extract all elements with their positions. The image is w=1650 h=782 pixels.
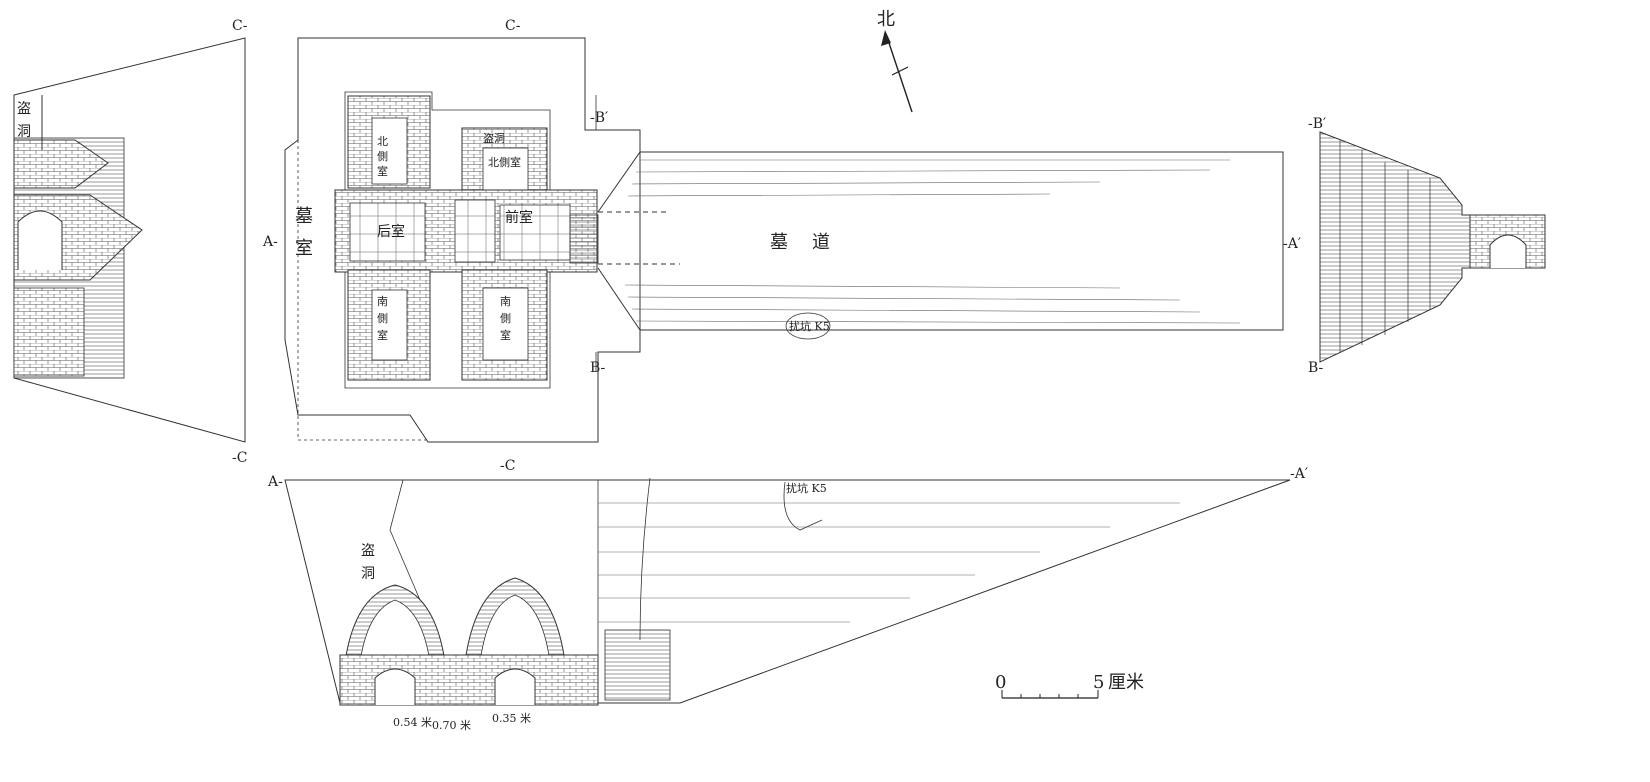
plan-tomb-label-2: 室 (295, 238, 313, 259)
plan-front-chamber-label: 前室 (505, 209, 533, 226)
plan-south-side-left-1: 南 (377, 295, 388, 308)
section-mark-b-prime-right: -B′ (1308, 116, 1326, 132)
plan-north-side-left-1: 北 (377, 135, 388, 148)
section-a-robbery-label-2: 洞 (361, 566, 375, 582)
section-mark-c-bottom: -C (500, 458, 515, 474)
section-mark-a-prime-bottom: -A′ (1290, 466, 1308, 482)
plan-south-side-right-3: 室 (500, 328, 511, 342)
section-b: -B′ B- (1308, 116, 1546, 376)
section-a-dim-2: 0.70 米 (432, 719, 471, 732)
plan-robbery-hole-label: 盗洞 (483, 132, 505, 145)
north-label: 北 (877, 9, 895, 30)
section-mark-c-bottom-left: -C (232, 450, 247, 466)
scale-max-label: 5 (1093, 672, 1104, 693)
plan-passage-label-1: 墓 (770, 232, 788, 253)
north-arrow: 北 (877, 9, 913, 113)
scale-unit-label: 厘米 (1108, 672, 1144, 693)
section-mark-a-prime: -A′ (1283, 236, 1301, 252)
plan-south-side-left-2: 側 (377, 312, 388, 325)
plan-disturbance-pit-label: 扰坑 K5 (789, 319, 830, 333)
plan-south-side-right-2: 側 (500, 312, 511, 325)
section-c-robbery-label-1: 盗 (17, 101, 31, 117)
section-c-robbery-label-2: 洞 (17, 124, 31, 140)
scale-zero-label: 0 (995, 672, 1006, 693)
plan-north-side-left-2: 側 (377, 150, 388, 163)
plan-north-side-right: 北側室 (488, 155, 521, 169)
section-mark-b: B- (590, 360, 606, 376)
section-mark-a: A- (262, 234, 278, 250)
section-mark-b-prime: -B′ (590, 110, 608, 126)
section-mark-c-top-left: C- (232, 18, 248, 34)
section-a-dim-1: 0.54 米 (393, 716, 432, 729)
plan-south-side-right-1: 南 (500, 295, 511, 308)
section-a: A- -A′ 盗 洞 扰坑 K5 0.54 米 0.70 米 0.35 米 (267, 466, 1308, 732)
plan-rear-chamber-label: 后室 (377, 223, 405, 240)
section-mark-c-top: C- (505, 18, 521, 34)
plan-passage-label-2: 道 (812, 232, 830, 253)
plan-south-side-left-3: 室 (377, 328, 388, 342)
section-mark-a-bottom: A- (267, 474, 283, 490)
plan-view: 墓 室 后室 前室 北 側 室 盗洞 北側室 南 側 室 南 側 室 墓 道 扰… (262, 18, 1301, 474)
plan-north-side-left-3: 室 (377, 164, 388, 178)
section-a-disturbance-pit-label: 扰坑 K5 (786, 481, 827, 495)
section-a-robbery-label-1: 盗 (361, 543, 375, 559)
section-mark-b-right: B- (1308, 360, 1324, 376)
section-a-dim-3: 0.35 米 (492, 712, 531, 725)
scale-bar: 0 5 厘米 (995, 672, 1144, 699)
section-c: 盗 洞 C- -C (13, 18, 248, 466)
plan-tomb-label-1: 墓 (295, 206, 313, 227)
